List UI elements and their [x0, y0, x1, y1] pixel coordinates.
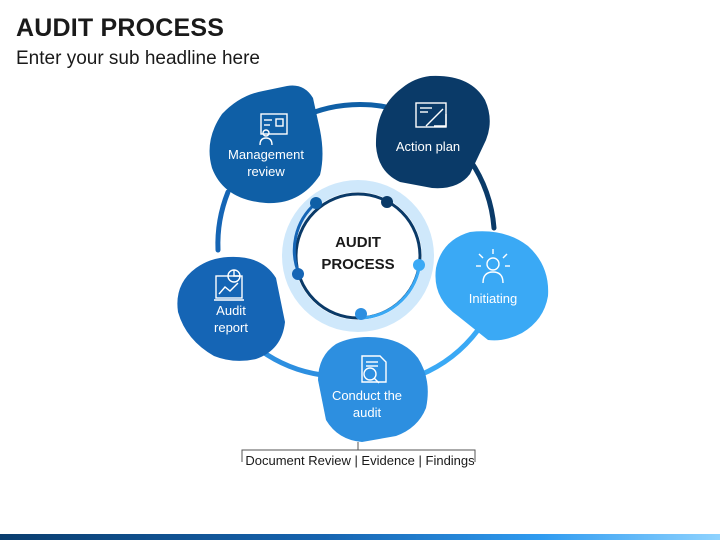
report-chart-icon	[214, 269, 244, 301]
blueprint-drafting-icon	[415, 102, 447, 128]
node-action-plan: Action plan	[375, 75, 490, 189]
conduct-audit-line2: audit	[353, 405, 382, 420]
center-title-line1: AUDIT	[335, 234, 381, 251]
initiating-label: Initiating	[469, 291, 517, 306]
node-management-review: Management review	[209, 85, 323, 204]
idea-person-icon	[476, 249, 510, 284]
footer-note: Document Review | Evidence | Findings	[245, 453, 475, 468]
hub-dot	[355, 308, 367, 320]
conduct-audit-line1: Conduct the	[332, 388, 402, 403]
bottom-accent-bar	[0, 534, 720, 540]
hub-dot	[310, 197, 322, 209]
center-hub: AUDIT PROCESS	[282, 180, 434, 332]
node-audit-report: Audit report	[177, 256, 285, 361]
slide-subtitle: Enter your sub headline here	[16, 48, 260, 69]
document-magnifier-icon	[361, 355, 387, 384]
audit-report-line1: Audit	[216, 303, 246, 318]
slide-title: AUDIT PROCESS	[16, 14, 225, 42]
hub-dot	[292, 268, 304, 280]
hub-dot	[413, 259, 425, 271]
node-initiating: Initiating	[435, 231, 549, 341]
action-plan-label: Action plan	[396, 139, 460, 154]
presentation-board-icon	[259, 113, 288, 146]
footer-bracket	[241, 442, 476, 462]
management-review-line2: review	[247, 164, 285, 179]
hub-dot	[381, 196, 393, 208]
management-review-line1: Management	[228, 147, 304, 162]
audit-report-line2: report	[214, 320, 248, 335]
node-conduct-audit: Conduct the audit	[318, 337, 428, 442]
center-title-line2: PROCESS	[321, 256, 394, 273]
